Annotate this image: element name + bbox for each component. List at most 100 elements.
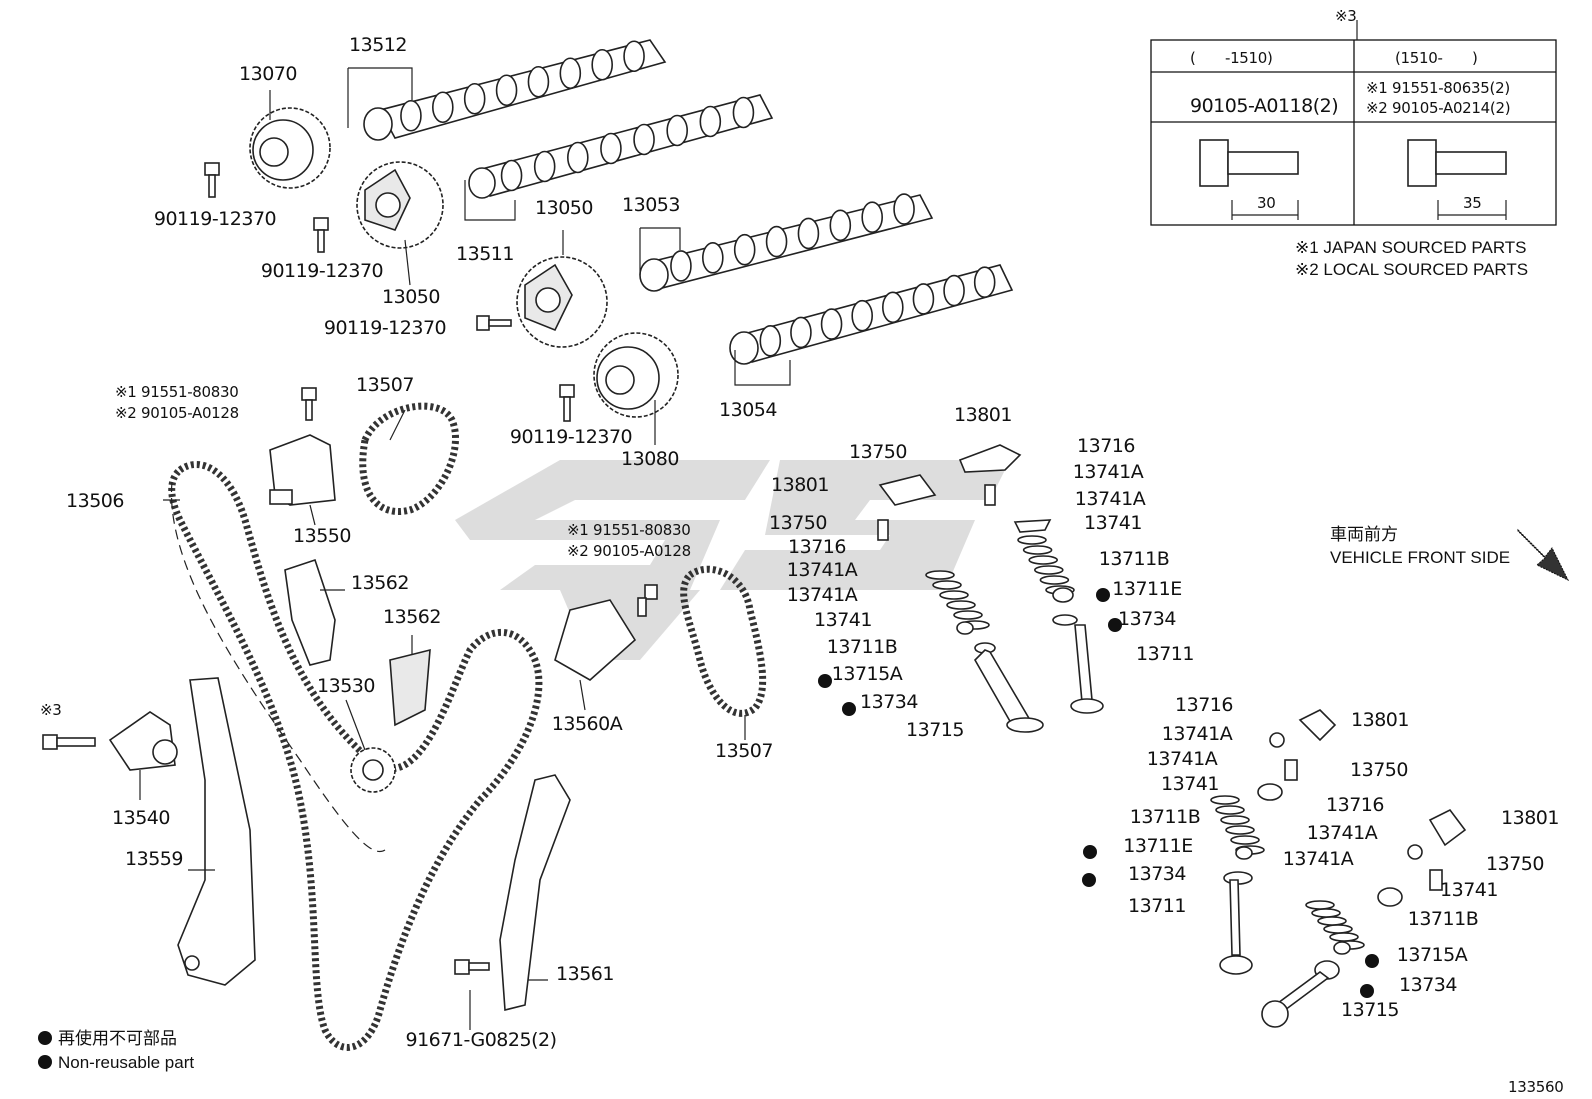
spring-coil <box>1017 535 1047 545</box>
cam-lobe <box>591 48 613 81</box>
cam-lobe <box>463 82 486 115</box>
legend-dot <box>38 1055 52 1069</box>
part-label-v-13715-b: 13715 <box>1341 999 1399 1021</box>
part-label-v-13716-a: 13716 <box>788 536 846 558</box>
bolt-note-b-2: ※2 90105-A0128 <box>567 542 691 560</box>
ref3-col2-dim: 35 <box>1463 194 1482 212</box>
spring-coil <box>932 580 962 590</box>
non-reusable-dot-4 <box>1083 845 1097 859</box>
front-direction-arrow <box>1517 528 1570 582</box>
cam-lobe <box>432 91 454 124</box>
spring-coil <box>1329 932 1359 942</box>
legend-jp: 再使用不可部品 <box>58 1028 177 1048</box>
part-label-v-13734-c: 13734 <box>1128 863 1186 885</box>
cam-lobe <box>600 132 622 165</box>
part-label-v-13716-c: 13716 <box>1175 694 1233 716</box>
bolt-icon <box>1199 139 1507 187</box>
spring-coil <box>1215 805 1245 815</box>
cam-lobe <box>670 250 692 282</box>
cam-lobe <box>400 99 422 132</box>
part-label-v-13711b-d: 13711B <box>1408 908 1478 930</box>
cam-lobe <box>495 74 518 107</box>
cam-lobe <box>533 150 556 183</box>
chain-slipper-13559 <box>177 677 256 986</box>
bolt-icon <box>42 162 658 975</box>
spring-coil <box>1305 900 1335 910</box>
non-reusable-dot-3 <box>1108 618 1122 632</box>
non-reusable-dot-0 <box>818 674 832 688</box>
bolt-note-a-2: ※2 90105-A0128 <box>115 404 239 422</box>
part-label-p-13512: 13512 <box>349 34 407 56</box>
chain-tensioner-13560a <box>554 599 637 681</box>
spring-coil <box>1210 795 1240 805</box>
timing-chain-13507-a <box>359 402 460 515</box>
spring-coil <box>1022 545 1053 555</box>
chain-tensioner-13540 <box>108 711 178 771</box>
crank-sprocket-13530 <box>350 747 396 793</box>
cam-lobe <box>759 325 782 357</box>
part-label-v-13716-b: 13716 <box>1077 435 1135 457</box>
ref3-col2-part-2: ※2 90105-A0214(2) <box>1366 99 1510 117</box>
spring-coil <box>1028 555 1058 565</box>
part-label-p-13507-b: 13507 <box>715 740 773 762</box>
part-label-v-13734-b: 13734 <box>1118 608 1176 630</box>
spring-coil <box>1220 815 1250 825</box>
part-label-v-13741a-d: 13741A <box>1075 488 1146 510</box>
ref3-marker: ※3 <box>40 701 62 719</box>
part-label-v-13801-d: 13801 <box>1501 807 1559 829</box>
part-label-v-13711b-a: 13711B <box>827 636 897 658</box>
cam-lobe <box>623 40 645 73</box>
legend-dot <box>38 1031 52 1045</box>
chain-tensioner-13550 <box>269 434 336 506</box>
leader-lines <box>139 67 791 1030</box>
part-label-v-13741-d: 13741 <box>1440 879 1498 901</box>
part-label-p-13070: 13070 <box>239 63 297 85</box>
spring-coil <box>939 590 969 600</box>
ref3-table-marker: ※3 <box>1335 7 1357 25</box>
part-label-v-13711-a: 13711 <box>1136 643 1194 665</box>
spring-coil <box>925 570 955 580</box>
cam-lobe <box>733 233 756 266</box>
part-label-v-13741a-a: 13741A <box>787 559 858 581</box>
cam-lobe <box>666 114 688 147</box>
timing-chain-13507-b <box>680 565 767 717</box>
cam-sprocket-13050-b <box>516 256 608 348</box>
vvt-gear-13070 <box>249 107 331 189</box>
cam-lobe <box>882 291 904 324</box>
part-label-p-13053: 13053 <box>622 194 680 216</box>
cam-lobe <box>527 65 550 98</box>
spring-coil <box>953 610 983 620</box>
non-reusable-dot-5 <box>1082 873 1096 887</box>
cam-lobe <box>732 96 755 129</box>
direction-jp: 車両前方 <box>1330 525 1398 544</box>
part-label-v-13715a-a: 13715A <box>832 663 903 685</box>
part-label-v-13734-a: 13734 <box>860 691 918 713</box>
cam-lobe <box>765 225 788 258</box>
valvetrain-parts <box>877 444 1467 1028</box>
direction-en: VEHICLE FRONT SIDE <box>1330 548 1510 567</box>
part-label-v-13750-a: 13750 <box>849 441 907 463</box>
bolt-note-a-1: ※1 91551-80830 <box>115 383 239 401</box>
part-label-v-13734-d: 13734 <box>1399 974 1457 996</box>
cam-lobe <box>861 201 883 233</box>
chain-guide-13562-a <box>284 558 336 666</box>
part-label-v-13741-c: 13741 <box>1161 773 1219 795</box>
part-label-v-13750-d: 13750 <box>1486 853 1544 875</box>
vvt-gear-13080 <box>593 332 679 418</box>
part-label-p-13050-b: 13050 <box>382 286 440 308</box>
legend-en: Non-reusable part <box>58 1053 194 1072</box>
part-label-p-13559: 13559 <box>125 848 183 870</box>
part-label-v-13750-c: 13750 <box>1350 759 1408 781</box>
part-label-v-13741-b: 13741 <box>1084 512 1142 534</box>
part-label-p-13080: 13080 <box>621 448 679 470</box>
spring-coil <box>1323 924 1353 934</box>
part-label-v-13741-a: 13741 <box>814 609 872 631</box>
japan-sourced-note: ※1 JAPAN SOURCED PARTS <box>1295 238 1527 257</box>
part-label-v-13711e-a: 13711E <box>1112 578 1181 600</box>
part-label-p-13550: 13550 <box>293 525 351 547</box>
cam-lobe <box>893 193 915 225</box>
cam-lobe <box>559 57 582 90</box>
part-label-v-13711b-c: 13711B <box>1130 806 1200 828</box>
part-label-v-13715-a: 13715 <box>906 719 964 741</box>
